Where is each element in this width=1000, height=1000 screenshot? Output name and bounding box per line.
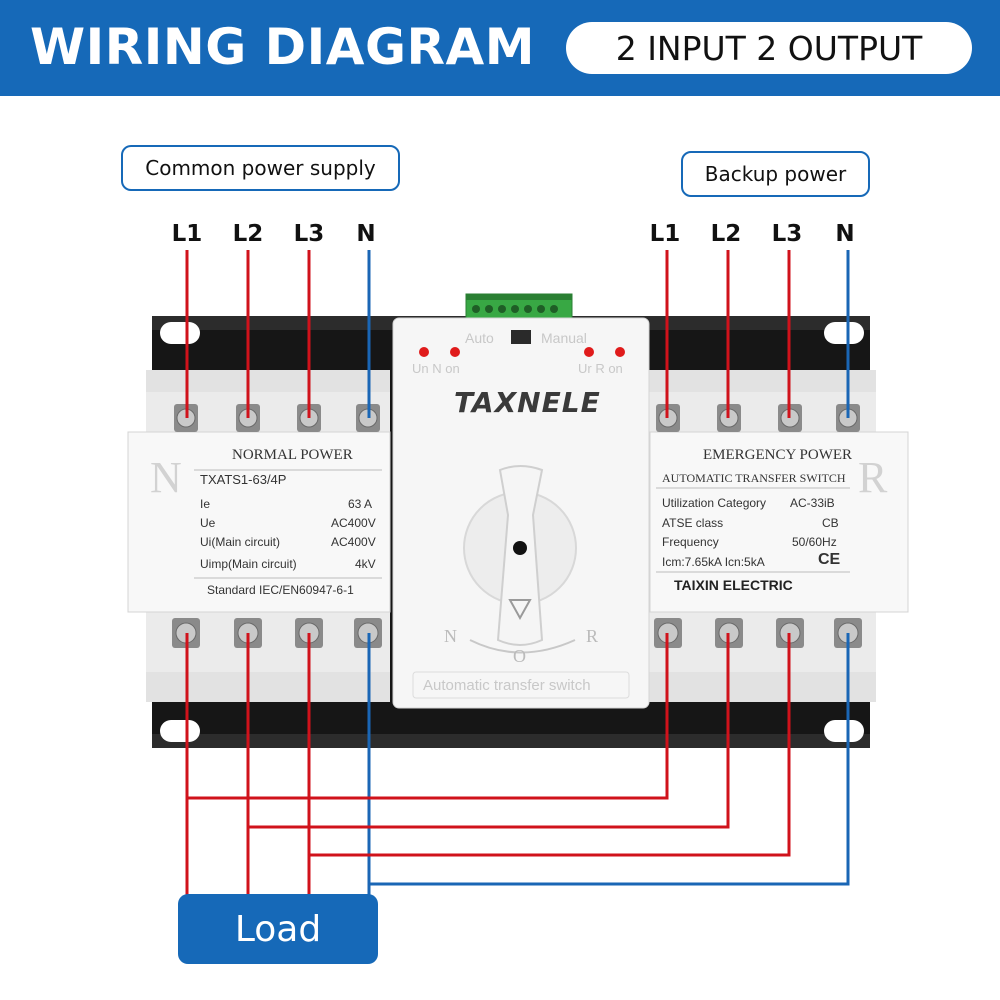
header-banner: WIRING DIAGRAM 2 INPUT 2 OUTPUT — [0, 0, 1000, 96]
rspec-val-0: AC-33iB — [790, 496, 835, 510]
normal-power-title: NORMAL POWER — [232, 447, 353, 463]
common-terminal-n: N — [356, 221, 376, 247]
emergency-power-title: EMERGENCY POWER — [703, 447, 853, 463]
normal-power-panel — [127, 431, 391, 613]
spec-key-3: Uimp(Main circuit) — [200, 557, 297, 571]
ats-subtitle: AUTOMATIC TRANSFER SWITCH — [662, 471, 846, 485]
backup-supply-wires — [665, 250, 850, 418]
page-title: WIRING DIAGRAM — [30, 18, 535, 76]
rspec-key-1: ATSE class — [662, 516, 724, 530]
rspec-val-1: CB — [822, 516, 839, 530]
backup-terminal-n: N — [835, 221, 855, 247]
dial-o-label: O — [513, 646, 526, 666]
rspec-key-3: Icm:7.65kA Icn:5kA — [662, 555, 765, 569]
common-terminal-l2: L2 — [232, 221, 264, 247]
backup-terminal-l2: L2 — [710, 221, 742, 247]
side-r-letter: R — [858, 453, 888, 502]
standard-label: Standard IEC/EN60947-6-1 — [207, 583, 354, 597]
common-supply-wires — [185, 250, 371, 418]
control-terminal-block — [465, 293, 573, 321]
spec-val-0: 63 A — [348, 497, 373, 511]
common-terminal-l3: L3 — [293, 221, 325, 247]
emergency-power-panel — [649, 431, 909, 613]
load-label: Load — [178, 894, 378, 964]
spec-key-2: Ui(Main circuit) — [200, 535, 281, 549]
mode-auto-label: Auto — [465, 330, 494, 346]
side-n-letter: N — [150, 453, 182, 502]
backup-terminal-l1: L1 — [649, 221, 681, 247]
common-terminal-l1: L1 — [171, 221, 203, 247]
spec-key-0: Ie — [200, 497, 211, 511]
rspec-key-2: Frequency — [662, 535, 719, 549]
led-left-label: Un N on — [412, 361, 460, 376]
dial-n-label: N — [444, 626, 457, 646]
ce-mark: CE — [818, 551, 841, 568]
mode-manual-label: Manual — [541, 330, 587, 346]
rotary-handle[interactable] — [463, 465, 577, 654]
spec-key-1: Ue — [200, 516, 216, 530]
spec-val-1: AC400V — [331, 516, 376, 530]
common-power-supply-label: Common power supply — [121, 145, 400, 191]
brand-logo: TAXNELE — [454, 386, 601, 419]
load-wires — [185, 633, 850, 896]
rspec-key-0: Utilization Category — [662, 496, 767, 510]
rspec-val-2: 50/60Hz — [792, 535, 837, 549]
input-output-badge: 2 INPUT 2 OUTPUT — [566, 22, 972, 74]
dial-r-label: R — [586, 626, 599, 646]
face-label: Automatic transfer switch — [423, 677, 591, 694]
backup-power-label: Backup power — [681, 151, 870, 197]
model-number: TXATS1-63/4P — [200, 472, 287, 487]
spec-val-3: 4kV — [355, 557, 376, 571]
backup-terminal-l3: L3 — [771, 221, 803, 247]
maker-label: TAIXIN ELECTRIC — [674, 577, 793, 593]
spec-val-2: AC400V — [331, 535, 376, 549]
led-right-label: Ur R on — [578, 361, 623, 376]
